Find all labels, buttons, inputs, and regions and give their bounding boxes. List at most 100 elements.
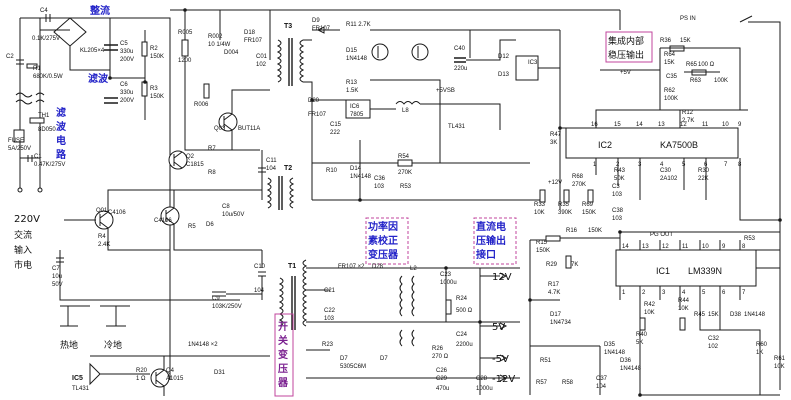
c4-value: 0.1K/275V <box>32 36 60 42</box>
svg-text:11: 11 <box>702 122 709 128</box>
c26-label: C26 <box>436 368 448 374</box>
l2-label: L2 <box>410 266 417 272</box>
svg-text:11: 11 <box>682 244 689 250</box>
svg-text:13: 13 <box>658 122 665 128</box>
ac-input-line4: 市电 <box>14 259 32 271</box>
r45-value: 15K <box>708 312 719 318</box>
reg-note-2: 稳压输出 <box>608 49 644 61</box>
svg-text:6: 6 <box>722 290 726 296</box>
r60-label: R60 <box>756 342 768 348</box>
c8-value: 10u/50V <box>222 212 244 218</box>
r47-label: R47 <box>550 132 562 138</box>
r24-label: R24 <box>456 296 468 302</box>
r002-value: 10 1/4W <box>208 42 231 48</box>
d004-label: D004 <box>224 50 239 56</box>
svg-text:9: 9 <box>722 244 726 250</box>
transformer-t3: T3 <box>276 23 305 86</box>
switch-transformer-note: 开 关 变 压 器 <box>274 313 294 397</box>
switch-tf-2: 关 <box>278 334 288 347</box>
c3-value: 103 <box>612 192 623 198</box>
ic6-part: 7805 <box>350 112 364 118</box>
c38-value: 103 <box>612 216 623 222</box>
r61-value: 10K <box>774 364 785 370</box>
c2-label: C2 <box>6 54 14 60</box>
d38-value: 1N4148 <box>744 312 766 318</box>
c30-label: C30 <box>660 168 672 174</box>
d28-label: D28 <box>372 264 384 270</box>
q01-label: Q01 <box>96 208 108 214</box>
c40-value: 220u <box>454 66 467 72</box>
svg-text:10: 10 <box>702 244 709 250</box>
c24-label: C24 <box>456 332 468 338</box>
l8-label: L8 <box>402 108 409 114</box>
plus12v-label: +12V <box>548 180 562 186</box>
emi-filter-4: 路 <box>56 148 67 161</box>
c01-label: C01 <box>256 54 268 60</box>
r36-label: R36 <box>660 38 672 44</box>
r3-label: R3 <box>150 86 158 92</box>
svg-text:4: 4 <box>682 290 686 296</box>
r42-label: R42 <box>644 302 656 308</box>
out-5v: 5V <box>492 322 505 333</box>
r64-label: R64 <box>664 52 676 58</box>
ac-input-line1: 220V <box>14 214 40 225</box>
pfc-line1: 功率因 <box>368 220 398 233</box>
d20-label: D20 <box>308 98 320 104</box>
r4-value: 2.4K <box>98 242 110 248</box>
c32-value: 102 <box>708 344 719 350</box>
r20-label: R20 <box>136 368 148 374</box>
svg-text:9: 9 <box>738 122 742 128</box>
r1-value: 680K/0.5W <box>33 74 63 80</box>
r8-label: R8 <box>208 170 216 176</box>
c29-value: 470u <box>436 386 449 392</box>
r35-value: 390K <box>558 210 572 216</box>
r20-value: 1 Ω <box>136 376 146 382</box>
c28-label: C28 <box>476 376 488 382</box>
d9-label: D9 <box>312 18 320 24</box>
pfc-line2: 素校正 <box>368 234 398 247</box>
r006-label: R006 <box>194 102 209 108</box>
svg-text:10: 10 <box>722 122 729 128</box>
plus5vsb-label: +5VSB <box>436 88 455 94</box>
c10-value: 104 <box>254 288 265 294</box>
svg-text:7: 7 <box>724 162 728 168</box>
standby-section: D9 FR107 R11 2.7K D15 1N4148 R13 1.5K IC… <box>303 18 561 201</box>
c30-value: 2A102 <box>660 176 678 182</box>
r3-value: 150K <box>150 94 164 100</box>
svg-text:12: 12 <box>662 244 669 250</box>
c5-value: 330u <box>120 49 133 55</box>
r10-label: R10 <box>326 168 338 174</box>
r1-label: R1 <box>33 66 41 72</box>
svg-text:2: 2 <box>642 290 646 296</box>
q03-label: Q03 <box>214 126 226 132</box>
svg-text:5: 5 <box>702 290 706 296</box>
c37-value: 104 <box>596 384 607 390</box>
svg-text:7: 7 <box>742 290 746 296</box>
r16-label: R16 <box>566 228 578 234</box>
dc-out-line2: 压输出 <box>476 234 506 247</box>
r33-label: R33 <box>534 202 546 208</box>
r17-label: R17 <box>548 282 560 288</box>
driver-section: Q2 C1815 R7 R8 C11 104 Q01 C4106 C4106 R… <box>52 146 277 310</box>
r68-label: R68 <box>572 174 584 180</box>
emi-filter-1: 滤 <box>56 106 66 119</box>
c6-volt: 200V <box>120 98 134 104</box>
d38-label: D38 <box>730 312 742 318</box>
dc-output-annotation: 直流电 压输出 接口 <box>473 217 517 265</box>
junction-dots <box>108 8 782 397</box>
r69-value: 150K <box>582 210 596 216</box>
c10-label: C10 <box>254 264 266 270</box>
ic5-section: IC5 TL431 R20 1 Ω Q4 A1015 1N4148 ×2 D31 <box>72 342 270 396</box>
r12-label: R12 <box>682 110 694 116</box>
r15-label: R15 <box>536 240 548 246</box>
aux-switch-section: R005 1200 R002 10 1/4W D18 FR107 D004 C0… <box>170 9 620 151</box>
th1-value: 8D050 <box>38 127 56 133</box>
d12-label: D12 <box>498 54 510 60</box>
svg-text:4: 4 <box>660 162 664 168</box>
secondary-rectifiers: FR107 ×2 D28 L2 C21 C22 103 R23 D7 5305C… <box>306 264 520 395</box>
svg-text:1: 1 <box>622 290 626 296</box>
d18-value: FR107 <box>244 38 263 44</box>
d36-label: D36 <box>620 358 632 364</box>
r30-label: R30 <box>698 168 710 174</box>
